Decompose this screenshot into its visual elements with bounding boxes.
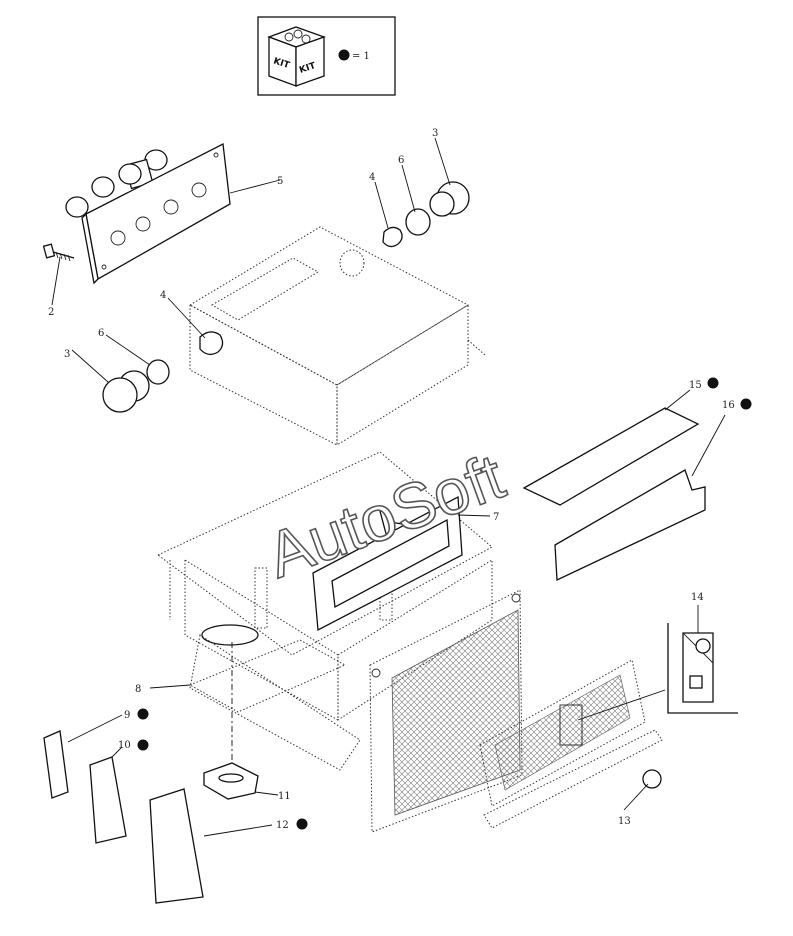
leader-lines xyxy=(51,137,726,837)
kit-equals-text: = 1 xyxy=(352,51,370,62)
part-knob-lower xyxy=(102,370,150,413)
part-washer-lower xyxy=(146,359,170,385)
part-pad-9 xyxy=(43,730,69,799)
part-knob-small xyxy=(642,769,662,789)
callout-14: 14 xyxy=(691,592,704,603)
legend-frame xyxy=(257,16,396,96)
part-grille-filter xyxy=(479,659,663,829)
part-mesh-grille xyxy=(369,589,523,833)
callout-5: 5 xyxy=(277,176,283,187)
callout-16: 16 xyxy=(722,400,735,411)
callout-7: 7 xyxy=(493,512,499,523)
kit-legend: KIT KIT = 1 xyxy=(257,16,396,96)
callout-10: 10 xyxy=(118,740,131,751)
callout-12: 12 xyxy=(276,820,289,831)
part-knob-upper xyxy=(429,181,470,217)
callout-4-upper: 4 xyxy=(369,172,375,183)
callout-labels: 2 3 3 4 4 5 6 6 7 8 9 10 11 12 13 14 15 … xyxy=(48,128,735,831)
part-foam-strip-16 xyxy=(554,469,706,581)
part-decal xyxy=(667,623,738,714)
part-pad-12 xyxy=(149,788,204,904)
callout-6-upper: 6 xyxy=(398,155,404,166)
kit-box-icon: KIT KIT xyxy=(267,26,326,87)
kit-marker-12-icon xyxy=(296,818,308,830)
callout-3-upper: 3 xyxy=(432,128,438,139)
callout-3-lower: 3 xyxy=(64,349,70,360)
callout-8: 8 xyxy=(135,684,141,695)
kit-markers xyxy=(137,377,752,830)
part-washer-upper xyxy=(405,208,431,236)
part-bracket-11 xyxy=(203,762,259,800)
part-frame-gasket xyxy=(312,495,463,632)
part-foam-strip-15 xyxy=(522,407,700,506)
callout-15: 15 xyxy=(689,380,702,391)
kit-marker-icon xyxy=(338,49,350,61)
part-pad-10 xyxy=(89,756,127,844)
callout-4-lower: 4 xyxy=(160,290,166,301)
kit-marker-16-icon xyxy=(740,398,752,410)
upper-housing xyxy=(188,226,486,446)
part-clip-lower xyxy=(199,331,224,356)
kit-marker-9-icon xyxy=(137,708,149,720)
callout-13: 13 xyxy=(618,816,631,827)
part-bottom-panel xyxy=(188,639,347,713)
part-switch-panel xyxy=(65,142,231,285)
callout-11: 11 xyxy=(278,791,291,802)
callout-2: 2 xyxy=(48,307,54,318)
kit-marker-15-icon xyxy=(707,377,719,389)
part-screw xyxy=(42,243,75,262)
part-pocket xyxy=(201,624,259,646)
callout-9: 9 xyxy=(124,710,130,721)
kit-marker-10-icon xyxy=(137,739,149,751)
part-clip-upper xyxy=(382,226,403,248)
callout-6-lower: 6 xyxy=(98,328,104,339)
